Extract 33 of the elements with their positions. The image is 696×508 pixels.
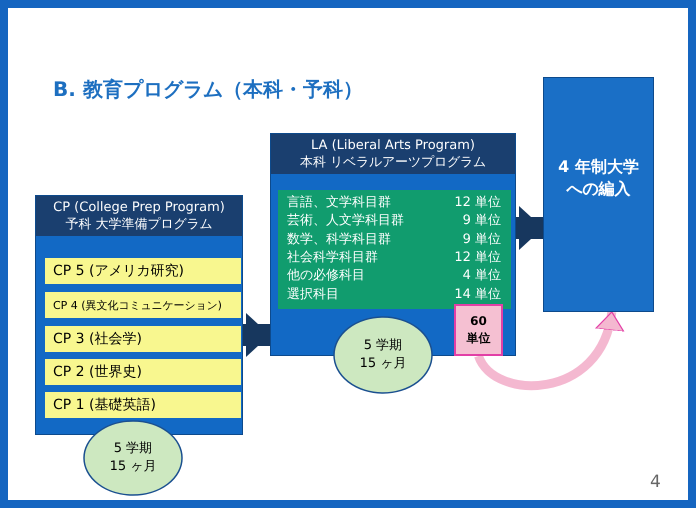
program-panel [270,133,516,356]
duration-ellipse: 5 学期 15 ヶ月 [83,420,183,496]
panel-heading: 本科 リベラルアーツプログラム [298,154,488,171]
credit-value: 9 単位 [462,232,501,249]
course-box: CP 3 (社会学) [45,326,241,352]
block-arrow [243,313,270,357]
page-number: 4 [650,472,661,492]
subject-group: 言語、文学科目群 [287,195,448,214]
credits-table [278,190,511,309]
credit-value: 9 単位 [462,213,501,230]
credits-box: 60 単位 [454,304,503,356]
panel-heading: LA (Liberal Arts Program) [310,137,476,154]
subject-group: 他の必修科目 [287,268,448,287]
credit-value: 12 単位 [454,195,501,212]
duration-ellipse: 5 学期 15 ヶ月 [333,316,433,394]
credit-value: 12 単位 [454,250,501,267]
subject-group: 数学、科学科目群 [287,232,448,250]
subject-group: 社会科学科目群 [287,250,448,268]
panel-heading: CP (College Prep Program) [52,199,226,216]
subject-group: 芸術、人文学科目群 [287,213,448,232]
curved-arrow [474,311,622,390]
course-box: CP 1 (基礎英語) [45,392,241,418]
subject-group: 選択科目 [287,286,448,305]
slide-title: B. 教育プログラム（本科・予科） [53,76,363,103]
program-panel [35,195,243,435]
credit-value: 14 単位 [454,286,501,304]
block-arrow [516,206,543,250]
course-box: CP 2 (世界史) [45,359,241,385]
course-box: CP 4 (異文化コミュニケーション) [45,292,241,318]
destination-box: 4 年制大学への編入 [543,77,654,312]
credit-value: 4 単位 [462,268,501,286]
panel-heading: 予科 大学準備プログラム [64,216,214,233]
course-box: CP 5 (アメリカ研究) [45,258,241,284]
